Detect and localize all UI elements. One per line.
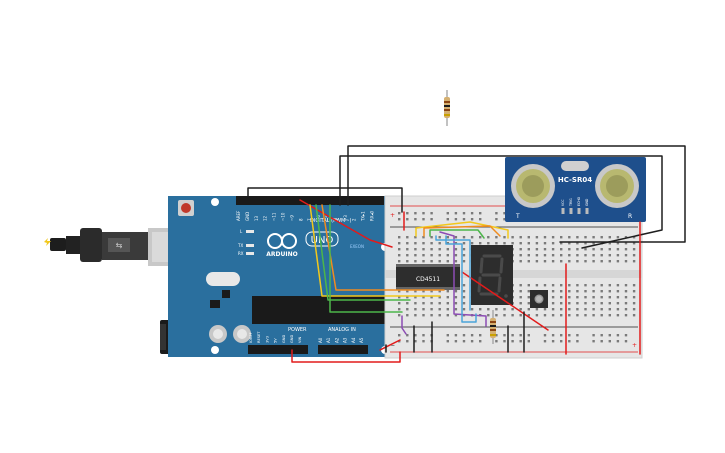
sensor-pin bbox=[585, 208, 589, 214]
power-pin-label: 5V bbox=[274, 338, 278, 343]
analog-pin-label: A5 bbox=[359, 337, 364, 343]
wire-red-2 bbox=[291, 349, 401, 363]
pin-label: RX◂0 bbox=[370, 210, 375, 221]
led-label-l: L bbox=[240, 229, 243, 234]
wire-green-1 bbox=[315, 204, 411, 301]
sensor-pin bbox=[569, 208, 573, 214]
arduino-logo bbox=[267, 233, 297, 249]
sensor-pin-labels: VCC TRIG ECHO GND bbox=[561, 196, 589, 214]
wire-purple-2 bbox=[439, 231, 487, 327]
analog-pin-label: A1 bbox=[326, 337, 331, 343]
pin-label: 4 bbox=[334, 218, 339, 221]
power-pin-label: GND bbox=[290, 335, 294, 343]
pin-label: ~3 bbox=[343, 215, 348, 221]
power-pin-label: VIN bbox=[298, 336, 302, 343]
ic-label: CD4511 bbox=[416, 276, 440, 283]
wire-green-2 bbox=[329, 204, 403, 313]
pin-label: ~5 bbox=[325, 215, 330, 221]
sensor-side-r: R bbox=[628, 213, 632, 220]
analog-label: ANALOG IN bbox=[328, 327, 356, 333]
wire-yellow-2 bbox=[415, 221, 509, 239]
pin-label: AREF bbox=[236, 210, 241, 221]
wire-blue-1 bbox=[445, 235, 477, 323]
sensor-pin-label: VCC bbox=[561, 199, 565, 206]
wire-black-1 bbox=[347, 145, 686, 243]
sensor-pin bbox=[561, 208, 565, 214]
wires bbox=[247, 145, 686, 363]
arduino-board: L TX RX ARDUINO UNO ЕХЕОN DIGITAL (PWM~)… bbox=[168, 196, 402, 357]
pin-label: ~11 bbox=[272, 212, 277, 221]
wire-blue-2 bbox=[435, 235, 471, 311]
pin-label: 13 bbox=[254, 215, 259, 221]
sensor-pin-label: TRIG bbox=[569, 198, 573, 207]
arduino-model-text: UNO bbox=[311, 235, 334, 246]
hc-sr04-sensor: HC-SR04 T R VCC TRIG ECHO GND bbox=[505, 157, 646, 222]
pin-label: ~6 bbox=[316, 215, 321, 221]
power-header bbox=[248, 345, 308, 354]
pin-label: GND bbox=[245, 212, 250, 221]
maker-text: ЕХЕОN bbox=[350, 244, 364, 249]
pin-label: TX▸1 bbox=[361, 211, 366, 222]
wire-orange-1 bbox=[321, 204, 445, 291]
analog-pin-label: A3 bbox=[343, 337, 348, 343]
rail-plus-bottom: + bbox=[632, 342, 637, 349]
wire-green-3 bbox=[429, 229, 485, 239]
pin-label: ~9 bbox=[289, 215, 294, 221]
rail-minus-bottom: − bbox=[390, 342, 395, 349]
cd4511-chip: CD4511 bbox=[396, 264, 460, 290]
sensor-pin-label: GND bbox=[585, 198, 589, 206]
power-pin-label: 3V3 bbox=[265, 336, 269, 343]
wire-purple-1 bbox=[401, 315, 407, 335]
wire-black-2 bbox=[339, 155, 663, 249]
svg-text:⇆: ⇆ bbox=[116, 241, 123, 250]
analog-pin-label: A4 bbox=[351, 337, 356, 343]
seven-segment-display bbox=[471, 245, 513, 305]
power-pin-label: RESET bbox=[257, 331, 261, 343]
pin-label: 7 bbox=[307, 218, 312, 221]
sensor-pin-label: ECHO bbox=[577, 196, 581, 206]
pushbutton[interactable] bbox=[530, 290, 548, 308]
digital-label: DIGITAL (PWM~) bbox=[310, 218, 352, 224]
resistor-breadboard bbox=[490, 310, 496, 344]
top-pin-labels: AREF GND 13 12 ~11 ~10~9 8 7 ~6 ~5 4 ~3 2 TX▸1 RX◂0 bbox=[236, 210, 375, 222]
analog-pin-label: A2 bbox=[334, 337, 339, 343]
sensor-side-t: T bbox=[515, 213, 520, 220]
power-pin-label: IOREF bbox=[249, 332, 253, 343]
sensor-model-text: HC-SR04 bbox=[558, 176, 592, 184]
sensor-pin bbox=[577, 208, 581, 214]
digital-header bbox=[236, 196, 384, 205]
wire-yellow-1 bbox=[309, 204, 441, 297]
pin-label: 2 bbox=[352, 218, 357, 221]
power-pin-labels: IOREF RESET 3V3 5V GND GND VIN bbox=[249, 331, 302, 343]
pin-label: 8 bbox=[298, 218, 303, 221]
wire-red-3 bbox=[379, 339, 401, 351]
pin-label: ~10 bbox=[281, 212, 286, 221]
resistor-floating bbox=[444, 90, 450, 126]
wire-orange-2 bbox=[423, 225, 501, 237]
wire-red-4 bbox=[461, 271, 549, 331]
pin-label: 12 bbox=[263, 215, 268, 221]
arduino-brand-text: ARDUINO bbox=[266, 251, 297, 258]
analog-header bbox=[318, 345, 368, 354]
led-label-rx: RX bbox=[238, 251, 244, 256]
led-label-tx: TX bbox=[237, 243, 243, 248]
rail-plus-top: + bbox=[390, 212, 395, 219]
wire-black-3 bbox=[247, 187, 403, 213]
power-label: POWER bbox=[288, 327, 307, 333]
analog-pin-label: A0 bbox=[318, 337, 323, 343]
power-pin-label: GND bbox=[282, 335, 286, 343]
